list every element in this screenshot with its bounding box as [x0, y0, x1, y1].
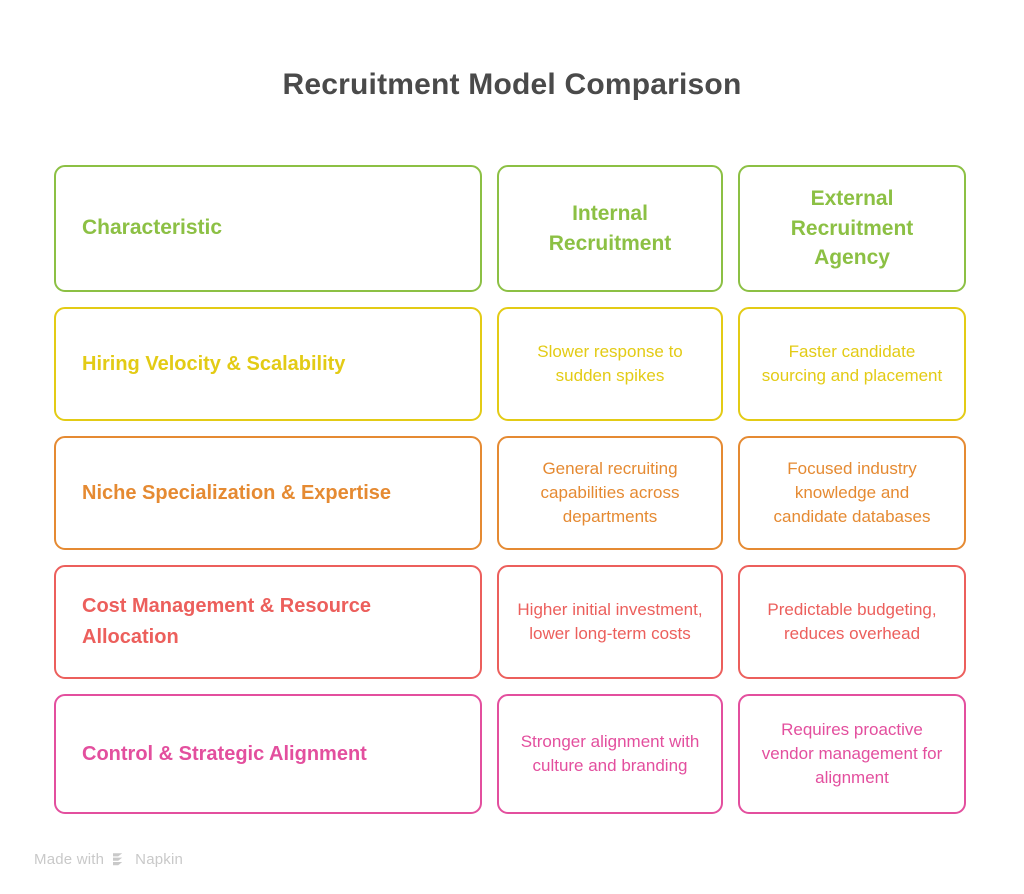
table-cell-control-alignment-label[interactable]: Control & Strategic Alignment [54, 694, 482, 814]
table-cell-external-header[interactable]: External Recruitment Agency [738, 165, 966, 292]
watermark-brand: Napkin [135, 851, 184, 868]
table-cell-characteristic-header[interactable]: Characteristic [54, 165, 482, 292]
cell-label: Internal Recruitment [548, 202, 672, 255]
cell-label: Niche Specialization & Expertise [82, 481, 391, 504]
page-title: Recruitment Model Comparison [282, 68, 742, 101]
cell-label: Control & Strategic Alignment [82, 742, 367, 765]
table-cell-control-alignment-internal[interactable]: Stronger alignment with culture and bran… [497, 694, 723, 814]
napkin-logo-icon [111, 851, 128, 868]
table-cell-niche-specialization-external[interactable]: Focused industry knowledge and candidate… [738, 436, 966, 550]
cell-label: Cost Management & Resource Allocation [82, 595, 371, 648]
table-cell-cost-management-external[interactable]: Predictable budgeting, reduces overhead [738, 565, 966, 679]
cell-label: Characteristic [82, 216, 223, 240]
cell-value: Faster candidate sourcing and placement [761, 341, 943, 385]
cell-value: Requires proactive vendor management for… [761, 719, 943, 788]
watermark-prefix: Made with [34, 851, 105, 868]
cell-value: General recruiting capabilities across d… [540, 458, 680, 527]
cell-value: Predictable budgeting, reduces overhead [767, 599, 937, 643]
cell-value: Stronger alignment with culture and bran… [520, 731, 700, 775]
table-cell-internal-header[interactable]: Internal Recruitment [497, 165, 723, 292]
cell-label: Hiring Velocity & Scalability [82, 352, 346, 375]
table-cell-hiring-velocity-internal[interactable]: Slower response to sudden spikes [497, 307, 723, 421]
cell-label: External Recruitment Agency [790, 187, 914, 270]
table-cell-niche-specialization-internal[interactable]: General recruiting capabilities across d… [497, 436, 723, 550]
watermark: Made with Napkin [34, 851, 183, 868]
cell-value: Focused industry knowledge and candidate… [773, 458, 931, 527]
table-cell-hiring-velocity-external[interactable]: Faster candidate sourcing and placement [738, 307, 966, 421]
table-cell-niche-specialization-label[interactable]: Niche Specialization & Expertise [54, 436, 482, 550]
table-cell-hiring-velocity-label[interactable]: Hiring Velocity & Scalability [54, 307, 482, 421]
cell-value: Slower response to sudden spikes [537, 341, 683, 385]
table-cell-cost-management-internal[interactable]: Higher initial investment, lower long-te… [497, 565, 723, 679]
comparison-table: Characteristic Internal Recruitment Exte… [54, 165, 968, 814]
table-cell-control-alignment-external[interactable]: Requires proactive vendor management for… [738, 694, 966, 814]
cell-value: Higher initial investment, lower long-te… [517, 599, 703, 643]
table-cell-cost-management-label[interactable]: Cost Management & Resource Allocation [54, 565, 482, 679]
